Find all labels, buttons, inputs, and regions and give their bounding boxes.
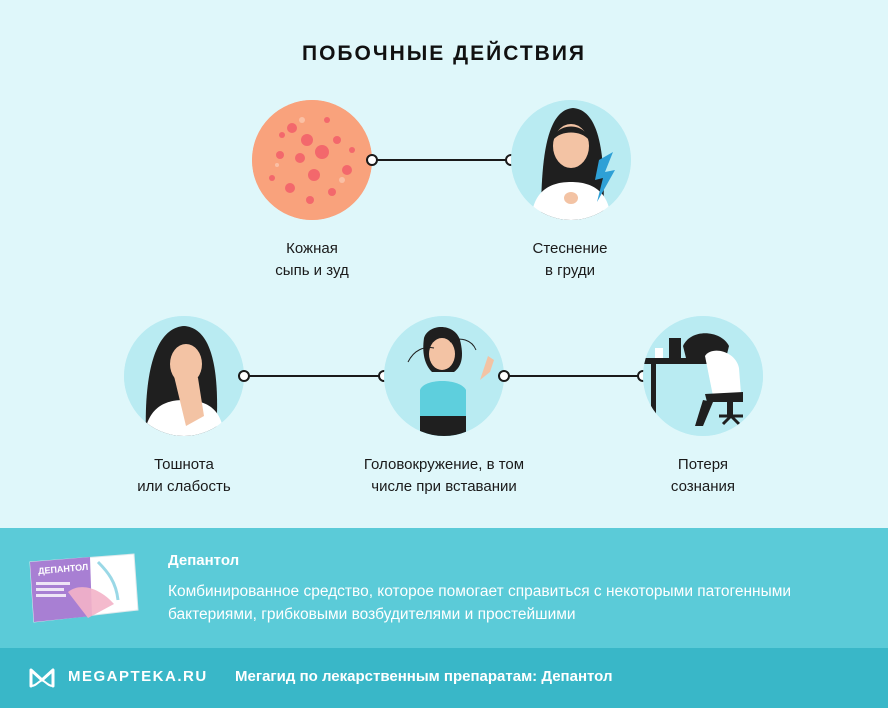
drug-info-band — [0, 528, 888, 648]
connector-line — [244, 375, 384, 377]
page-title: ПОБОЧНЫЕ ДЕЙСТВИЯ — [301, 42, 587, 65]
megapteka-logo-text[interactable]: MEGAPTEKA.RU — [68, 668, 208, 685]
connector-line — [504, 375, 642, 377]
connector-dot — [366, 154, 378, 166]
chest-pain-icon — [511, 100, 631, 220]
dizziness-icon — [384, 316, 504, 436]
drug-description: Комбинированное средство, которое помога… — [168, 583, 792, 623]
nausea-icon — [124, 316, 244, 436]
connector-dot — [238, 370, 250, 382]
footer-caption: Мегагид по лекарственным препаратам: Деп… — [235, 668, 613, 685]
connector-dot — [498, 370, 510, 382]
fainting-icon — [643, 316, 763, 436]
megapteka-logo-icon[interactable] — [28, 666, 56, 688]
drug-name: Депантол — [168, 552, 240, 569]
skin-rash-icon — [252, 100, 372, 220]
footer-bar — [0, 648, 888, 708]
product-package-image: ДЕПАНТОЛ — [28, 552, 140, 624]
connector-line — [372, 159, 510, 161]
